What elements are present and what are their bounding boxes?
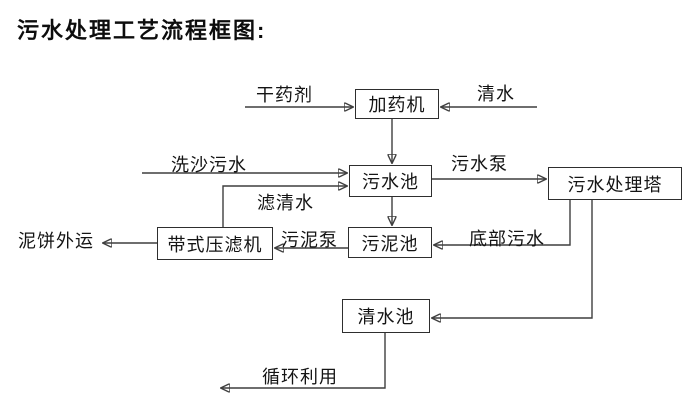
node-dosing-machine: 加药机 <box>355 89 439 119</box>
arrow-tower-bottom-sewage-to-sludge <box>434 200 571 245</box>
node-belt-filter-press: 带式压滤机 <box>157 227 273 260</box>
label-filtered-water: 滤清水 <box>257 193 314 213</box>
arrow-tower-to-clean-water-pool <box>432 200 593 318</box>
label-clean-water: 清水 <box>477 84 515 104</box>
page-title: 污水处理工艺流程框图: <box>17 18 267 43</box>
node-clean-water-pool: 清水池 <box>342 299 430 333</box>
label-sludge-pump: 污泥泵 <box>281 230 338 250</box>
node-sewage-pool: 污水池 <box>349 165 432 197</box>
arrow-filtered-water-to-sewage-pool <box>222 186 347 227</box>
label-bottom-sewage: 底部污水 <box>469 229 545 249</box>
label-mud-cake-transport: 泥饼外运 <box>18 231 94 251</box>
node-sludge-pool: 污泥池 <box>348 227 432 258</box>
arrow-clean-water-pool-to-recycle <box>221 333 386 388</box>
label-sewage-pump: 污水泵 <box>451 154 508 174</box>
label-dry-agent: 干药剂 <box>256 85 313 105</box>
label-sand-washing-sewage: 洗沙污水 <box>171 155 247 175</box>
node-sewage-treatment-tower: 污水处理塔 <box>548 167 682 200</box>
label-recycling: 循环利用 <box>262 367 338 387</box>
